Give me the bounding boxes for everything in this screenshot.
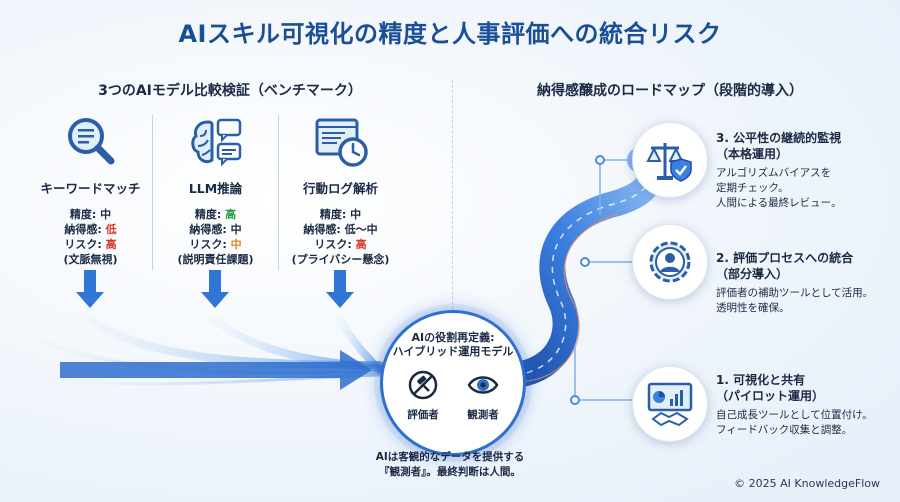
- metric-value: 中: [230, 238, 242, 251]
- metric-label: リスク:: [189, 238, 231, 251]
- role-evaluator: 評価者: [393, 369, 453, 422]
- model-note: (プライバシー懸念): [291, 253, 390, 266]
- gear-person-icon: [649, 241, 691, 283]
- metric-value: 高: [225, 208, 237, 221]
- down-arrows: [76, 270, 354, 308]
- stage-desc: フィードバック収集と調整。: [716, 424, 853, 436]
- model-keyword-match: キーワードマッチ 精度: 中 納得感: 低 リスク: 高 (文脈無視): [28, 112, 153, 267]
- stage-subtitle: （部分導入）: [716, 267, 789, 281]
- metric-label: 納得感:: [189, 223, 231, 236]
- stage-desc: 透明性を確保。: [716, 302, 790, 314]
- stage-desc: 定期チェック。: [716, 182, 789, 194]
- stage-2-icon-circle: [632, 224, 708, 300]
- scales-shield-icon: [646, 143, 692, 182]
- brain-chat-icon: [186, 112, 246, 172]
- copyright: © 2025 AI KnowledgeFlow: [734, 477, 880, 490]
- stage-title: 2. 評価プロセスへの統合: [716, 251, 854, 265]
- stage-title: 3. 公平性の継続的監視: [716, 131, 842, 145]
- metric-label: リスク:: [64, 238, 106, 251]
- log-clock-icon: [311, 112, 371, 172]
- stage-3: 3. 公平性の継続的監視 （本格運用） アルゴリズムバイアスを 定期チェック。 …: [716, 130, 900, 211]
- model-note: (説明責任課題): [177, 253, 254, 266]
- hybrid-model-hub: AIの役割再定義: ハイブリッド運用モデル 評価者 観測者: [380, 310, 526, 456]
- caption-line: AIは客観的なデータを提供する: [375, 451, 525, 463]
- metric-value: 低〜中: [344, 223, 378, 236]
- stage-desc: アルゴリズムバイアスを: [716, 167, 832, 179]
- metric-label: リスク:: [314, 238, 356, 251]
- metric-value: 低: [105, 223, 117, 236]
- model-llm-inference: LLM推論 精度: 高 納得感: 中 リスク: 中 (説明責任課題): [153, 112, 278, 267]
- stage-subtitle: （パイロット運用）: [716, 389, 825, 403]
- roadmap-section-title: 納得感醸成のロードマップ（段階的導入）: [537, 83, 803, 99]
- metric-value: 高: [355, 238, 367, 251]
- metric-value: 高: [105, 238, 117, 251]
- eye-icon: [467, 376, 499, 394]
- page-title: AIスキル可視化の精度と人事評価への統合リスク: [178, 20, 722, 48]
- main-arrow: [60, 350, 372, 390]
- caption-line: 『観測者』。最終判断は人間。: [379, 466, 521, 478]
- hub-title-line: AIの役割再定義:: [411, 331, 495, 344]
- metric-label: 精度:: [194, 208, 226, 221]
- column-separator: [152, 115, 153, 270]
- role-label: 評価者: [407, 409, 439, 421]
- model-name: 行動ログ解析: [302, 181, 378, 196]
- column-separator: [278, 115, 279, 270]
- model-behavior-log: 行動ログ解析 精度: 中 納得感: 低〜中 リスク: 高 (プライバシー懸念): [278, 112, 403, 267]
- section-divider: [452, 80, 453, 400]
- hub-caption: AIは客観的なデータを提供する 『観測者』。最終判断は人間。: [330, 450, 570, 480]
- stage-3-icon-circle: [632, 122, 708, 198]
- magnifier-icon: [61, 112, 121, 172]
- metric-label: 精度:: [319, 208, 351, 221]
- model-name: LLM推論: [188, 181, 243, 196]
- metric-label: 納得感:: [303, 223, 345, 236]
- hub-title: AIの役割再定義: ハイブリッド運用モデル: [383, 331, 523, 359]
- stage-subtitle: （本格運用）: [716, 147, 789, 161]
- metric-value: 中: [100, 208, 112, 221]
- metric-value: 中: [230, 223, 242, 236]
- role-label: 観測者: [467, 409, 499, 421]
- benchmark-section-title: 3つのAIモデル比較検証（ベンチマーク）: [98, 83, 362, 99]
- stage-desc: 人間による最終レビュー。: [716, 197, 842, 209]
- stage-2: 2. 評価プロセスへの統合 （部分導入） 評価者の補助ツールとして活用。 透明性…: [716, 250, 900, 316]
- stage-desc: 評価者の補助ツールとして活用。: [716, 287, 874, 299]
- stage-desc: 自己成長ツールとして位置付け。: [716, 409, 873, 421]
- role-observer: 観測者: [453, 369, 513, 422]
- model-name: キーワードマッチ: [40, 181, 141, 196]
- stage-title: 1. 可視化と共有: [716, 373, 806, 387]
- stage-1-icon-circle: [632, 366, 708, 442]
- roadmap-road: [502, 147, 663, 388]
- hub-title-line: ハイブリッド運用モデル: [392, 345, 514, 358]
- stage-1: 1. 可視化と共有 （パイロット運用） 自己成長ツールとして位置付け。 フィード…: [716, 372, 900, 438]
- dashboard-handshake-icon: [647, 382, 693, 427]
- gavel-prohibited-icon: [408, 370, 438, 400]
- metric-value: 中: [350, 208, 362, 221]
- metric-label: 精度:: [69, 208, 101, 221]
- metric-label: 納得感:: [64, 223, 106, 236]
- model-note: (文脈無視): [63, 253, 118, 266]
